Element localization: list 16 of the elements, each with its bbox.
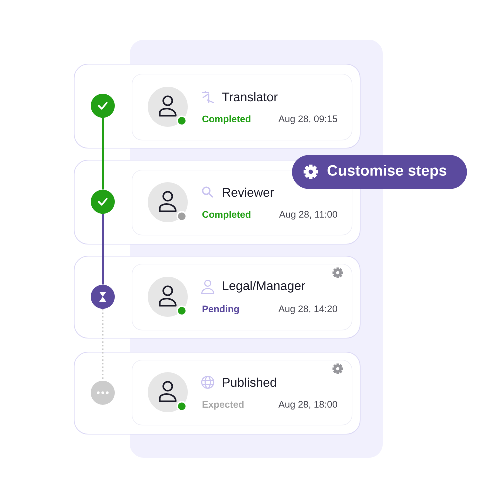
connector-line bbox=[102, 214, 104, 285]
status-text: Completed bbox=[202, 116, 251, 124]
date-text: Aug 28, 18:00 bbox=[278, 401, 338, 410]
step-title: Reviewer bbox=[223, 188, 274, 198]
step-title: Legal/Manager bbox=[223, 281, 306, 293]
status-text: Completed bbox=[202, 211, 251, 220]
customise-button: Customise steps bbox=[292, 155, 468, 190]
step-title: Translator bbox=[222, 92, 278, 102]
date-text: Aug 28, 09:15 bbox=[278, 116, 338, 124]
date-text: Aug 28, 14:20 bbox=[278, 306, 338, 314]
connector-line bbox=[102, 309, 104, 381]
connector-line bbox=[102, 118, 104, 190]
status-text: Expected bbox=[202, 401, 244, 410]
date-text: Aug 28, 11:00 bbox=[279, 211, 338, 220]
status-text: Pending bbox=[202, 306, 240, 314]
step-title: Published bbox=[223, 378, 276, 388]
